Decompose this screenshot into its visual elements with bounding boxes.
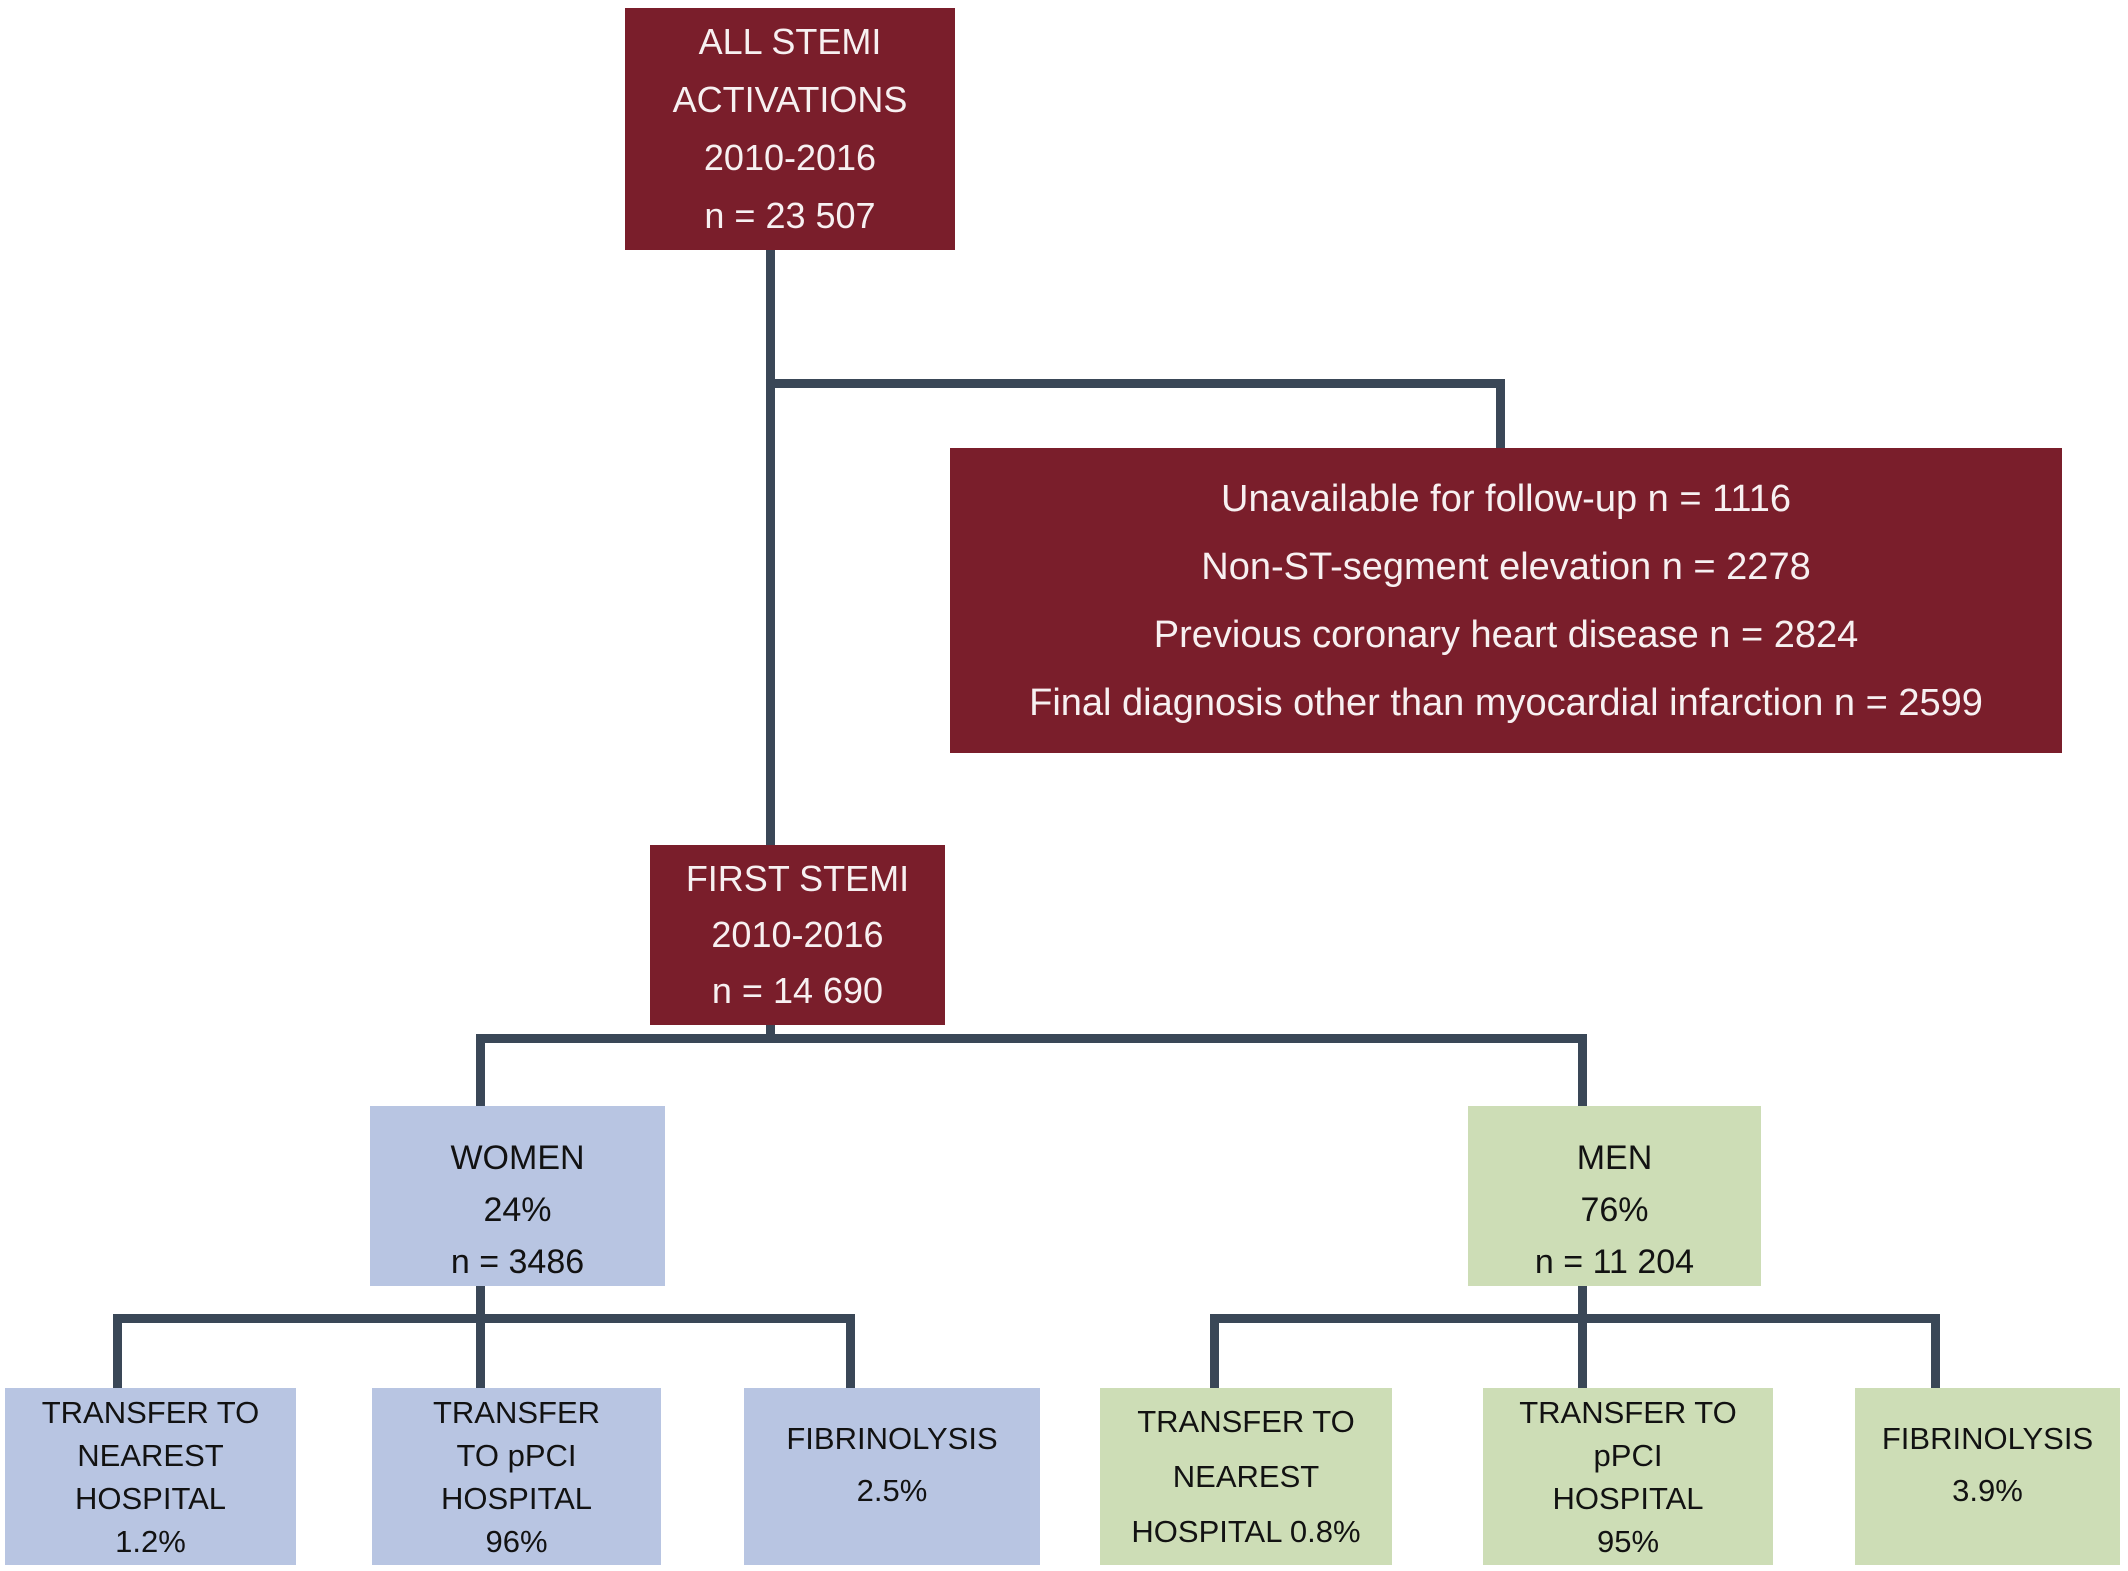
text-line: n = 14 690 — [711, 970, 884, 1011]
text-line: 2010-2016 — [711, 914, 884, 955]
node-women-fibrinolysis: FIBRINOLYSIS 2.5% — [744, 1388, 1040, 1565]
text-line: TO pPCI — [456, 1437, 577, 1473]
text-line: HOSPITAL — [74, 1480, 227, 1516]
text-line: n = 23 507 — [704, 195, 876, 236]
connector-women-left-drop — [113, 1318, 122, 1388]
text-line: TRANSFER TO — [41, 1394, 260, 1430]
text-line: HOSPITAL — [440, 1480, 593, 1516]
connector-men-horizontal — [1210, 1314, 1940, 1323]
text-line: HOSPITAL — [1552, 1480, 1704, 1516]
node-men-transfer-ppci: TRANSFER TO pPCI HOSPITAL 95% — [1483, 1388, 1773, 1565]
node-men: MEN 76% n = 11 204 — [1468, 1106, 1761, 1286]
text-line: 95% — [1596, 1523, 1660, 1559]
text-line: n = 3486 — [450, 1243, 585, 1281]
text-line: HOSPITAL 0.8% — [1131, 1514, 1361, 1549]
text-line: Final diagnosis other than myocardial in… — [1029, 681, 1983, 724]
node-women-transfer-nearest: TRANSFER TO NEAREST HOSPITAL 1.2% — [5, 1388, 296, 1565]
text-line: n = 11 204 — [1534, 1243, 1695, 1281]
connector-women-drop — [476, 1038, 485, 1108]
connector-men-stem — [1578, 1286, 1587, 1388]
text-line: Non-ST-segment elevation n = 2278 — [1201, 545, 1811, 588]
text-line: 2010-2016 — [703, 137, 877, 178]
connector-men-drop — [1578, 1038, 1587, 1108]
node-exclusions: Unavailable for follow-up n = 1116 Non-S… — [950, 448, 2062, 753]
node-all-stemi-activations: ALL STEMI ACTIVATIONS 2010-2016 n = 23 5… — [625, 8, 955, 250]
text-line: NEAREST — [77, 1437, 224, 1473]
connector-exclusion-vertical — [1496, 383, 1505, 449]
text-line: NEAREST — [1172, 1459, 1320, 1494]
text-line: MEN — [1576, 1139, 1653, 1177]
text-line: pPCI — [1593, 1437, 1663, 1473]
connector-women-stem — [476, 1286, 485, 1388]
node-men-fibrinolysis: FIBRINOLYSIS 3.9% — [1855, 1388, 2120, 1565]
connector-exclusion-horizontal — [766, 379, 1505, 388]
node-first-stemi: FIRST STEMI 2010-2016 n = 14 690 — [650, 845, 945, 1025]
text-line: WOMEN — [450, 1139, 585, 1177]
text-line: Previous coronary heart disease n = 2824 — [1153, 613, 1859, 656]
text-line: Unavailable for follow-up n = 1116 — [1221, 477, 1791, 520]
node-women: WOMEN 24% n = 3486 — [370, 1106, 665, 1286]
connector-women-right-drop — [846, 1318, 855, 1388]
connector-men-right-drop — [1931, 1318, 1940, 1388]
node-women-transfer-ppci: TRANSFER TO pPCI HOSPITAL 96% — [372, 1388, 661, 1565]
connector-top-vertical — [766, 250, 775, 845]
text-line: TRANSFER — [432, 1394, 601, 1430]
text-line: 3.9% — [1952, 1472, 2023, 1508]
text-line: 96% — [485, 1523, 548, 1559]
text-line: 2.5% — [856, 1472, 928, 1508]
text-line: FIRST STEMI — [685, 858, 910, 899]
connector-women-horizontal — [113, 1314, 855, 1323]
node-men-transfer-nearest: TRANSFER TO NEAREST HOSPITAL 0.8% — [1100, 1388, 1392, 1565]
text-line: 1.2% — [115, 1523, 186, 1559]
text-line: 24% — [483, 1191, 552, 1229]
text-line: FIBRINOLYSIS — [786, 1420, 998, 1456]
text-line: FIBRINOLYSIS — [1881, 1420, 2094, 1456]
connector-gender-horizontal — [476, 1034, 1587, 1043]
text-line: 76% — [1580, 1191, 1649, 1229]
text-line: ALL STEMI — [698, 21, 882, 62]
text-line: ACTIVATIONS — [672, 79, 908, 120]
text-line: TRANSFER TO — [1519, 1394, 1737, 1430]
text-line: TRANSFER TO — [1137, 1404, 1355, 1439]
connector-men-left-drop — [1210, 1318, 1219, 1388]
